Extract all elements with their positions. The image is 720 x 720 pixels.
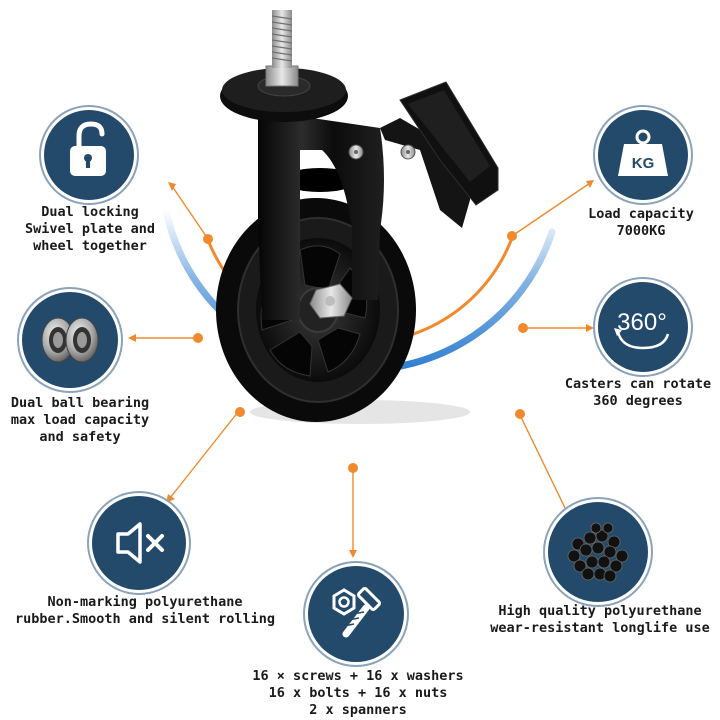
svg-text:360°: 360° [617, 309, 667, 336]
locking-feature-label: Dual locking Swivel plate and wheel toge… [24, 204, 156, 254]
material-feature-icon-circle [548, 502, 648, 602]
rotate-feature-label: Casters can rotate 360 degrees [564, 376, 712, 409]
bearing-feature-icon-circle [22, 292, 118, 388]
silent-feature-icon-circle [92, 496, 186, 590]
unlocked-padlock-icon [70, 121, 106, 176]
kg-weight-icon: KG [618, 129, 668, 176]
360-rotation-icon: 360° [614, 309, 670, 350]
caster-stem [220, 10, 348, 122]
bearing-feature-label: Dual ball bearing max load capacity and … [10, 395, 150, 445]
rotate-feature-icon-circle: 360° [598, 282, 688, 372]
arc-dots [193, 231, 528, 473]
svg-text:KG: KG [632, 155, 655, 172]
hardware-feature-label: 16 × screws + 16 x washers 16 x bolts + … [252, 668, 464, 718]
caster-fork [258, 81, 499, 320]
ball-bearing-icon [41, 317, 99, 363]
material-feature-label: High quality polyurethane wear-resistant… [490, 603, 710, 636]
silent-feature-label: Non-marking polyurethane rubber.Smooth a… [14, 594, 276, 627]
connector-lines [132, 182, 591, 553]
hardware-feature-icon-circle [308, 566, 404, 662]
mute-speaker-icon [116, 522, 164, 564]
polyurethane-pellets-icon [567, 522, 629, 583]
load-feature-icon-circle: KG [598, 110, 688, 200]
locking-feature-icon-circle [44, 110, 134, 200]
load-feature-label: Load capacity 7000KG [588, 206, 694, 239]
nut-and-bolt-icon [332, 587, 381, 638]
